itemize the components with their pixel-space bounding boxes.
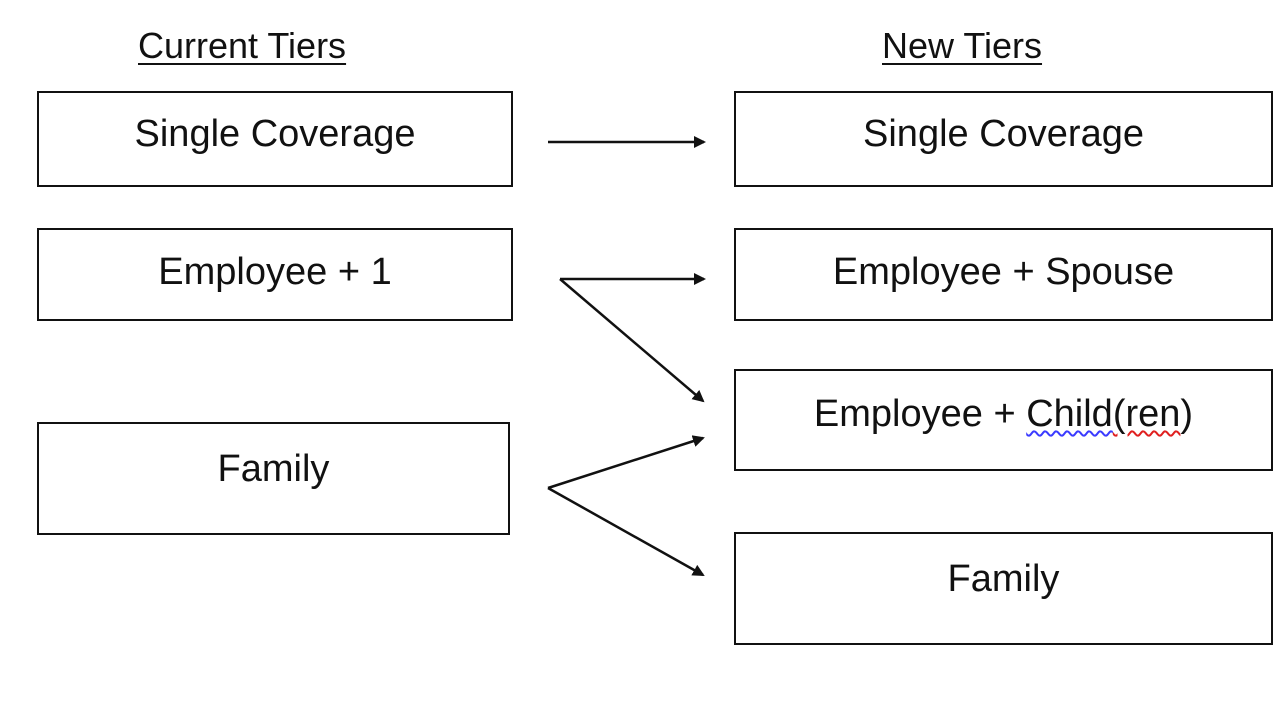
current-tier-family: Family [37,422,510,535]
new-tier-label: Family [947,558,1060,600]
arrow-employee-plus-one-to-children [559,278,705,403]
spellcheck-flagged-word: Child [1026,393,1113,435]
new-tier-employee-plus-spouse: Employee + Spouse [734,228,1273,321]
spellcheck-flagged-word: (ren [1112,393,1181,435]
new-tier-employee-plus-children: Employee + Child(ren) [734,369,1273,471]
current-tier-employee-plus-one: Employee + 1 [37,228,513,321]
new-tier-family: Family [734,532,1273,645]
current-tiers-heading: Current Tiers [138,25,347,66]
current-tier-label: Single Coverage [134,113,416,155]
new-tier-single-coverage: Single Coverage [734,91,1273,187]
new-tier-label: Employee + Spouse [832,251,1175,293]
current-tier-label: Family [217,448,330,490]
new-tier-label-suffix: ) [1180,393,1194,435]
arrow-family-to-family [547,486,705,577]
arrow-family-to-children [547,435,705,490]
new-tiers-heading: New Tiers [882,25,1043,66]
current-tier-label: Employee + 1 [158,251,392,293]
new-tier-label: Employee + Child(ren) [814,393,1193,469]
new-tier-label-prefix: Employee + [813,393,1027,435]
current-tier-single-coverage: Single Coverage [37,91,513,187]
new-tier-label: Single Coverage [863,113,1144,155]
